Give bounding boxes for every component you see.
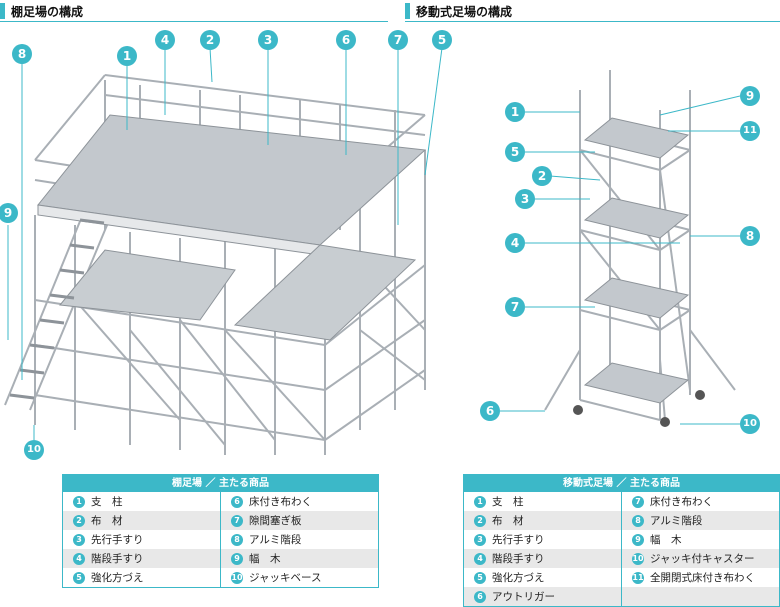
item-number-badge: 2 [73,514,85,527]
table-row: 8 アルミ階段 [622,511,779,530]
item-number-badge: 3 [474,533,486,546]
callout-badge-7: 7 [388,30,408,50]
callout-badge-8: 8 [740,226,760,246]
callout-badge-5: 5 [505,142,525,162]
item-number-badge: 9 [632,533,644,546]
item-label: ジャッキベース [249,572,322,584]
item-number-badge: 7 [632,495,644,508]
item-number-badge: 5 [474,571,486,584]
table-row: 2 布 材 [63,511,220,530]
callout-badge-6: 6 [336,30,356,50]
callout-badge-4: 4 [155,30,175,50]
item-label: 先行手すり [91,534,144,546]
callout-badge-7: 7 [505,297,525,317]
table-column: 7 床付き布わく 8 アルミ階段 9 幅 木 10 ジャッキ付キャスター 11 全開閉式床付き布わ… [621,492,779,606]
item-label: 布 材 [492,515,524,527]
item-number-badge: 6 [474,590,486,603]
callout-badge-2: 2 [200,30,220,50]
table-row: 3 先行手すり [63,530,220,549]
item-label: ジャッキ付キャスター [650,553,755,565]
callout-badge-10: 10 [24,440,44,460]
table-row: 5 強化方づえ [464,568,621,587]
table-row: 2 布 材 [464,511,621,530]
item-label: 階段手すり [492,553,545,565]
item-label: 先行手すり [492,534,545,546]
table-column: 1 支 柱 2 布 材 3 先行手すり 4 階段手すり 5 強化方づえ [63,492,220,587]
item-label: 布 材 [91,515,123,527]
table-row: 1 支 柱 [464,492,621,511]
table-column: 1 支 柱 2 布 材 3 先行手すり 4 階段手すり 5 強化方づえ 6 アウトリガー [464,492,621,606]
table-title: 移動式足場 ／ 主たる商品 [464,475,779,492]
table-row: 1 支 柱 [63,492,220,511]
callout-badge-1: 1 [505,102,525,122]
item-label: 強化方づえ [492,572,545,584]
item-label: アウトリガー [492,591,555,603]
callout-badge-10: 10 [740,414,760,434]
table-row [622,587,779,606]
callout-badge-9: 9 [0,203,18,223]
item-label: 床付き布わく [650,496,713,508]
table-row: 6 アウトリガー [464,587,621,606]
callout-badge-5: 5 [432,30,452,50]
table-row: 5 強化方づえ [63,568,220,587]
right-section-title: 移動式足場の構成 [405,0,780,22]
table-title: 棚足場 ／ 主たる商品 [63,475,378,492]
item-number-badge: 4 [474,552,486,565]
table-column: 6 床付き布わく 7 隙間塞ぎ板 8 アルミ階段 9 幅 木 10 ジャッキベース [220,492,378,587]
callout-badge-11: 11 [740,121,760,141]
left-section-title: 棚足場の構成 [0,0,388,22]
item-label: 幅 木 [249,553,281,565]
item-label: 支 柱 [492,496,524,508]
item-label: アルミ階段 [650,515,703,527]
item-label: 階段手すり [91,553,144,565]
table-row: 10 ジャッキ付キャスター [622,549,779,568]
item-number-badge: 8 [231,533,243,546]
callout-badge-8: 8 [12,44,32,64]
item-number-badge: 6 [231,495,243,508]
callout-badge-9: 9 [740,86,760,106]
item-label: 支 柱 [91,496,123,508]
item-number-badge: 11 [632,571,644,584]
table-row: 9 幅 木 [622,530,779,549]
table-row: 7 床付き布わく [622,492,779,511]
item-number-badge: 7 [231,514,243,527]
callout-badge-6: 6 [480,401,500,421]
table-row: 7 隙間塞ぎ板 [221,511,378,530]
item-number-badge: 4 [73,552,85,565]
item-label: 隙間塞ぎ板 [249,515,302,527]
table-row: 3 先行手すり [464,530,621,549]
item-number-badge: 1 [474,495,486,508]
item-number-badge: 2 [474,514,486,527]
table-row: 8 アルミ階段 [221,530,378,549]
item-label: 全開閉式床付き布わく [650,572,755,584]
item-number-badge: 1 [73,495,85,508]
table-row: 10 ジャッキベース [221,568,378,587]
item-number-badge: 10 [231,571,243,584]
callout-badge-3: 3 [515,189,535,209]
shelf-scaffold-illustration [4,47,741,455]
table-row: 4 階段手すり [63,549,220,568]
mobile-scaffold-products-table: 移動式足場 ／ 主たる商品 1 支 柱 2 布 材 3 先行手すり 4 階段手すり 5 強化方づえ… [463,474,780,607]
callout-badge-1: 1 [117,46,137,66]
item-number-badge: 9 [231,552,243,565]
item-number-badge: 8 [632,514,644,527]
item-label: アルミ階段 [249,534,302,546]
item-label: 幅 木 [650,534,682,546]
table-row: 4 階段手すり [464,549,621,568]
item-number-badge: 10 [632,552,644,565]
item-number-badge: 3 [73,533,85,546]
table-row: 6 床付き布わく [221,492,378,511]
callout-badge-2: 2 [532,166,552,186]
shelf-scaffold-products-table: 棚足場 ／ 主たる商品 1 支 柱 2 布 材 3 先行手すり 4 階段手すり 5 強化方づえ 6… [62,474,379,588]
table-row: 9 幅 木 [221,549,378,568]
callout-badge-4: 4 [505,233,525,253]
item-number-badge: 5 [73,571,85,584]
item-label: 強化方づえ [91,572,144,584]
table-row: 11 全開閉式床付き布わく [622,568,779,587]
item-label: 床付き布わく [249,496,312,508]
callout-badge-3: 3 [258,30,278,50]
